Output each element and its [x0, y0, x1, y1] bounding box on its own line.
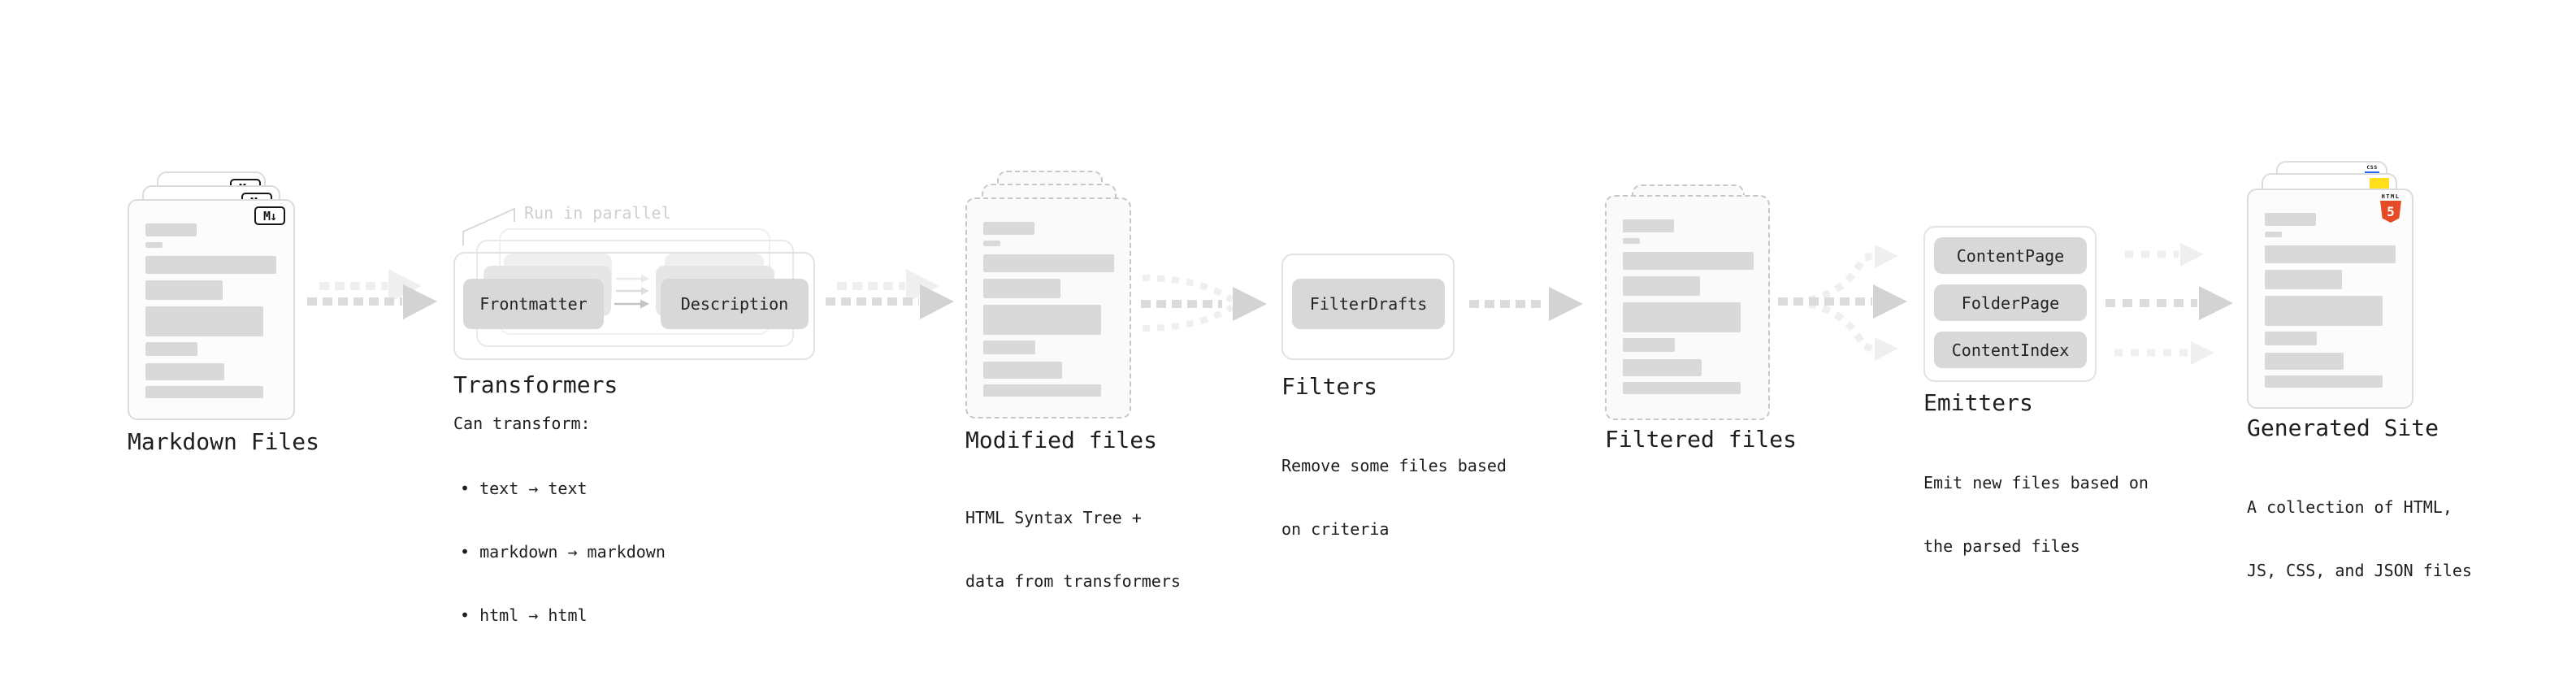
skeleton-bar [983, 305, 1101, 335]
stage-description: A collection of HTML, JS, CSS, and JSON … [2247, 454, 2472, 623]
skeleton-bar [145, 342, 197, 356]
pill-contentindex: ContentIndex [1934, 332, 2087, 368]
skeleton-bar [2265, 296, 2383, 326]
file-card-front [965, 197, 1131, 419]
pill-description: Description [661, 279, 809, 329]
description-line: Remove some files based [1281, 456, 1507, 475]
stage-description-title: Can transform: [453, 414, 591, 433]
skeleton-bar [2265, 353, 2344, 370]
skeleton-bar [2265, 232, 2282, 237]
file-card-front [1605, 195, 1770, 420]
transform-item: • markdown → markdown [460, 542, 666, 562]
skeleton-bar [145, 386, 263, 398]
run-in-parallel-note: Run in parallel [524, 203, 671, 223]
arrow-emitters-to-generated [2105, 243, 2233, 365]
run-in-parallel-leader-line [462, 207, 515, 245]
pill-folderpage: FolderPage [1934, 284, 2087, 321]
skeleton-bar [983, 222, 1034, 235]
skeleton-bar [145, 306, 263, 336]
arrow-filters-to-filtered [1469, 287, 1583, 321]
stage-label: Markdown Files [128, 428, 320, 455]
stage-description: Remove some files based on criteria [1281, 413, 1507, 582]
skeleton-bar [1623, 302, 1741, 332]
description-line: on criteria [1281, 519, 1390, 539]
description-line: A collection of HTML, [2247, 497, 2452, 517]
stage-description-list: • text → text • markdown → markdown • ht… [460, 436, 666, 668]
skeleton-bar [983, 279, 1060, 298]
file-card-front: HTML 5 [2247, 189, 2413, 409]
skeleton-bar [1623, 252, 1754, 270]
transformer-layer-arrows [614, 275, 649, 309]
description-line: data from transformers [965, 571, 1181, 591]
skeleton-bar [145, 256, 276, 274]
pill-filterdrafts: FilterDrafts [1292, 279, 1445, 329]
stage-description: Emit new files based on the parsed files [1923, 430, 2149, 599]
description-line: Emit new files based on [1923, 473, 2149, 492]
skeleton-bar [983, 340, 1035, 354]
pill-contentpage: ContentPage [1934, 237, 2087, 274]
transform-item: • text → text [460, 479, 588, 498]
arrow-modified-to-filters [1141, 275, 1267, 332]
stage-label: Generated Site [2247, 414, 2439, 441]
skeleton-bar [145, 280, 223, 300]
skeleton-bar [983, 362, 1062, 379]
transform-item: • html → html [460, 605, 588, 625]
file-card-front: M↓ [128, 199, 295, 420]
skeleton-bar [1623, 359, 1702, 376]
description-line: JS, CSS, and JSON files [2247, 561, 2472, 580]
transformer-box-front [453, 252, 815, 360]
description-line: HTML Syntax Tree + [965, 508, 1142, 527]
arrow-filtered-to-emitters [1778, 245, 1907, 361]
skeleton-bar [2265, 270, 2342, 289]
skeleton-bar [2265, 332, 2317, 345]
skeleton-bar [983, 241, 1000, 246]
arrow-transformers-to-modified [826, 269, 954, 319]
skeleton-bar [1623, 382, 1741, 394]
js-file-icon [2370, 178, 2389, 189]
stage-label: Filtered files [1605, 426, 1798, 453]
markdown-icon: M↓ [254, 206, 285, 225]
skeleton-bar [1623, 219, 1674, 232]
css-icon-label: CSS [2366, 164, 2378, 171]
skeleton-bar [145, 363, 224, 380]
html5-icon-shield: 5 [2380, 201, 2401, 223]
skeleton-bar [983, 254, 1114, 272]
pill-frontmatter: Frontmatter [463, 279, 604, 329]
skeleton-bar [1623, 338, 1675, 352]
skeleton-bar [145, 223, 197, 236]
stage-label: Filters [1281, 373, 1378, 400]
skeleton-bar [1623, 238, 1640, 244]
skeleton-bar [145, 242, 163, 248]
stage-label: Modified files [965, 427, 1158, 453]
skeleton-bar [2265, 213, 2316, 226]
html5-icon-word: HTML [2381, 193, 2400, 200]
html5-icon: HTML 5 [2379, 193, 2402, 223]
stage-description: HTML Syntax Tree + data from transformer… [965, 465, 1181, 634]
skeleton-bar [983, 384, 1101, 397]
skeleton-bar [2265, 375, 2383, 388]
stage-label: Emitters [1923, 389, 2033, 416]
skeleton-bar [1623, 276, 1700, 296]
arrow-markdown-to-transformers [307, 269, 437, 319]
stage-label: Transformers [453, 371, 618, 398]
skeleton-bar [2265, 245, 2396, 263]
description-line: the parsed files [1923, 536, 2080, 556]
